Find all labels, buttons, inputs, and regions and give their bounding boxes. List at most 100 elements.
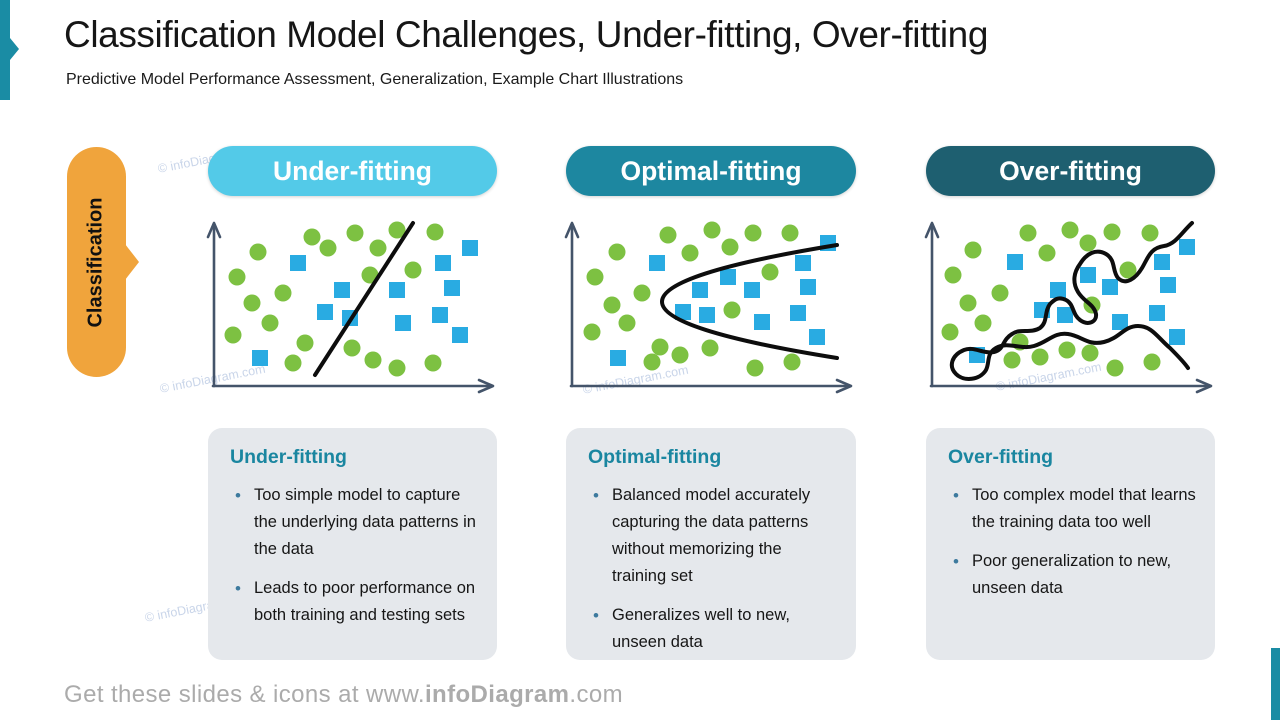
- green-class-point: [1106, 359, 1124, 377]
- blue-class-point: [444, 280, 460, 296]
- blue-class-point: [790, 305, 806, 321]
- page-title: Classification Model Challenges, Under-f…: [64, 14, 989, 55]
- blue-class-point: [1160, 277, 1176, 293]
- green-class-point: [404, 261, 422, 279]
- green-class-point: [721, 238, 739, 256]
- panel-header-pill-over-fitting: Over-fitting: [926, 146, 1215, 196]
- blue-class-point: [389, 282, 405, 298]
- description-card-optimal-fitting: Optimal-fitting Balanced model accuratel…: [566, 428, 856, 660]
- description-card-under-fitting: Under-fitting Too simple model to captur…: [208, 428, 497, 660]
- green-class-point: [783, 353, 801, 371]
- decision-boundary-line: [949, 221, 1194, 381]
- bullet-item: Poor generalization to new, unseen data: [948, 548, 1199, 602]
- bullet-item: Balanced model accurately capturing the …: [588, 482, 840, 590]
- green-class-point: [424, 354, 442, 372]
- classification-category-tab: Classification: [67, 147, 139, 377]
- blue-class-point: [317, 304, 333, 320]
- panel-over-fitting: Over-fitting Over-fitting Too complex mo…: [924, 0, 1215, 720]
- green-class-point: [974, 314, 992, 332]
- bullet-item: Too complex model that learns the traini…: [948, 482, 1199, 536]
- blue-class-point: [1007, 254, 1023, 270]
- green-class-point: [746, 359, 764, 377]
- blue-class-point: [699, 307, 715, 323]
- green-class-point: [643, 353, 661, 371]
- green-class-point: [761, 263, 779, 281]
- green-class-point: [346, 224, 364, 242]
- green-class-point: [959, 294, 977, 312]
- green-class-point: [1141, 224, 1159, 242]
- y-axis-arrowhead: [924, 221, 940, 239]
- bullet-item: Leads to poor performance on both traini…: [230, 575, 481, 629]
- green-class-point: [991, 284, 1009, 302]
- green-class-point: [603, 296, 621, 314]
- bullet-list: Too complex model that learns the traini…: [948, 482, 1199, 602]
- card-heading: Over-fitting: [948, 446, 1054, 468]
- green-class-point: [1061, 221, 1079, 239]
- green-class-point: [361, 266, 379, 284]
- footer: Get these slides & icons at www.infoDiag…: [64, 681, 623, 709]
- green-class-point: [703, 221, 721, 239]
- green-class-point: [723, 301, 741, 319]
- green-class-point: [243, 294, 261, 312]
- x-axis-arrowhead: [835, 378, 853, 394]
- green-class-point: [651, 338, 669, 356]
- blue-class-point: [795, 255, 811, 271]
- page-subtitle: Predictive Model Performance Assessment,…: [66, 71, 684, 88]
- green-class-point: [224, 326, 242, 344]
- green-class-point: [1019, 224, 1037, 242]
- green-class-point: [633, 284, 651, 302]
- blue-class-point: [435, 255, 451, 271]
- green-class-point: [659, 226, 677, 244]
- green-class-point: [426, 223, 444, 241]
- green-class-point: [941, 323, 959, 341]
- blue-class-point: [395, 315, 411, 331]
- blue-class-point: [1080, 267, 1096, 283]
- bullet-item: Generalizes well to new, unseen data: [588, 602, 840, 656]
- blue-class-point: [462, 240, 478, 256]
- panel-optimal-fitting: Optimal-fitting Optimal-fitting Balanced…: [564, 0, 856, 720]
- decision-boundary-line: [313, 221, 415, 377]
- y-axis-arrowhead: [564, 221, 580, 239]
- green-class-point: [618, 314, 636, 332]
- footer-text-suffix: .com: [569, 681, 623, 708]
- blue-class-point: [290, 255, 306, 271]
- bullet-list: Balanced model accurately capturing the …: [588, 482, 840, 656]
- blue-class-point: [1050, 282, 1066, 298]
- blue-class-point: [1112, 314, 1128, 330]
- green-class-point: [964, 241, 982, 259]
- green-class-point: [681, 244, 699, 262]
- green-class-point: [343, 339, 361, 357]
- bottom-right-accent-bar: [1271, 648, 1280, 720]
- green-class-point: [1003, 351, 1021, 369]
- green-class-point: [319, 239, 337, 257]
- blue-class-point: [432, 307, 448, 323]
- blue-class-point: [252, 350, 268, 366]
- decision-boundary-line: [660, 243, 839, 360]
- green-class-point: [261, 314, 279, 332]
- bullet-list: Too simple model to capture the underlyi…: [230, 482, 481, 629]
- blue-class-point: [754, 314, 770, 330]
- blue-class-point: [1102, 279, 1118, 295]
- blue-class-point: [1154, 254, 1170, 270]
- green-class-point: [364, 351, 382, 369]
- card-heading: Under-fitting: [230, 446, 347, 468]
- blue-class-point: [675, 304, 691, 320]
- green-class-point: [388, 221, 406, 239]
- panel-header-pill-under-fitting: Under-fitting: [208, 146, 497, 196]
- y-axis-arrowhead: [206, 221, 222, 239]
- bullet-item: Too simple model to capture the underlyi…: [230, 482, 481, 563]
- scatter-chart-under-fitting: [206, 221, 495, 394]
- x-axis-arrowhead: [1195, 378, 1213, 394]
- footer-text-prefix: Get these slides & icons at www.: [64, 681, 425, 708]
- blue-class-point: [692, 282, 708, 298]
- card-heading: Optimal-fitting: [588, 446, 722, 468]
- description-card-over-fitting: Over-fitting Too complex model that lear…: [926, 428, 1215, 660]
- panel-header-pill-optimal-fitting: Optimal-fitting: [566, 146, 856, 196]
- green-class-point: [228, 268, 246, 286]
- green-class-point: [744, 224, 762, 242]
- green-class-point: [608, 243, 626, 261]
- green-class-point: [586, 268, 604, 286]
- blue-class-point: [744, 282, 760, 298]
- green-class-point: [1143, 353, 1161, 371]
- scatter-chart-over-fitting: [924, 221, 1213, 394]
